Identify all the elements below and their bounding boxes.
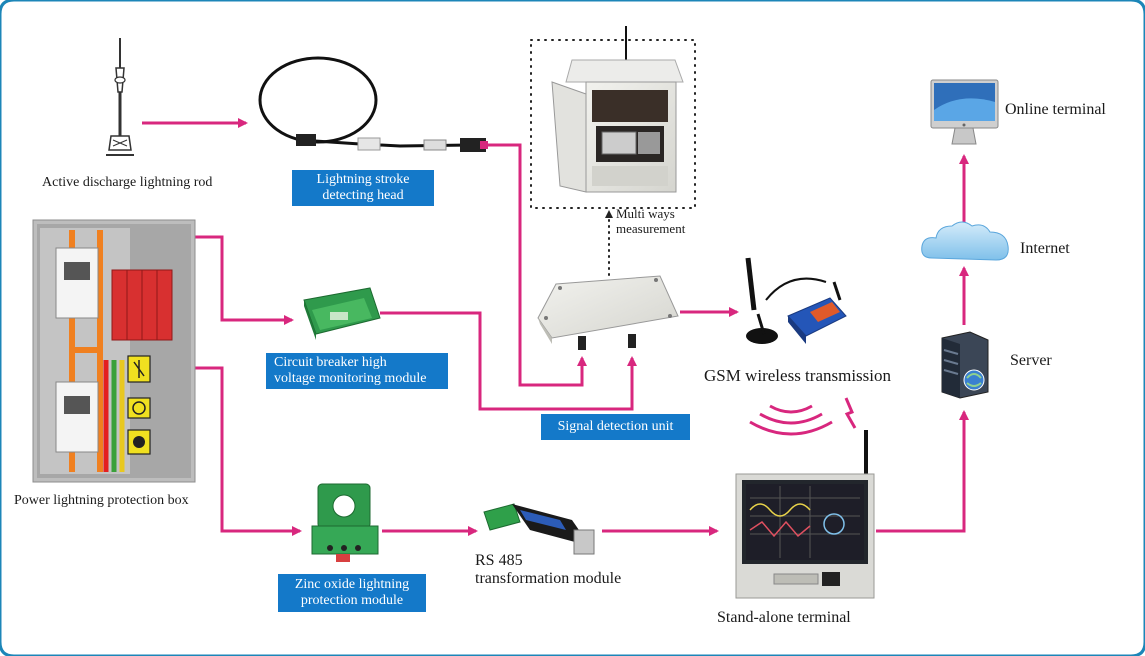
gsm-label: GSM wireless transmission [704,366,891,385]
lightning-rod-icon [106,38,134,156]
detecting-head-label-line1: Lightning stroke [316,172,410,187]
multi-ways-label-line2: measurement [616,220,686,236]
multi-ways-label: Multi ways measurement [616,206,686,237]
breaker-module-icon [303,287,381,340]
arrow-terminal-to-server [876,410,969,533]
signal-unit-label: Signal detection unit [541,414,690,440]
connector-arrows [76,118,969,536]
lightning-rod-label: Active discharge lightning rod [42,175,213,190]
power-box-label: Power lightning protection box [14,493,189,508]
zinc-module-label: Zinc oxide lightning protection module [278,574,426,612]
arrow-breaker-to-signal [380,311,637,411]
cloud-icon [921,221,1009,261]
current-sensor-icon [311,483,379,562]
detecting-head-label: Lightning stroke detecting head [292,170,434,206]
detecting-head-label-line2: detecting head [322,188,404,203]
rs485-label-line1: RS 485 [475,552,523,569]
junction-box-icon [537,275,679,350]
server-label: Server [1010,352,1052,369]
standalone-label: Stand-alone terminal [717,609,851,626]
wireless-signal-icon [749,397,857,436]
zinc-module-label-line2: protection module [300,593,404,608]
online-terminal-label: Online terminal [1005,101,1106,118]
gsm-modem-icon [745,257,847,344]
sensor-cable-icon [258,56,488,152]
multi-ways-label-line1: Multi ways [616,206,675,221]
monitor-icon [930,79,999,145]
breaker-module-label-line2: voltage monitoring module [274,371,427,386]
breaker-module-label-line1: Circuit breaker high [274,355,387,370]
terminal-screen-icon [735,430,875,599]
zinc-module-label-line1: Zinc oxide lightning [294,577,410,592]
arrow-head-to-signal [488,143,587,387]
electrical-panel-icon [32,219,196,483]
breaker-module-label: Circuit breaker high voltage monitoring … [266,353,448,389]
rs485-label: RS 485 transformation module [475,552,621,589]
rs485-label-line2: transformation module [475,570,622,588]
cabinet-icon [551,26,684,193]
signal-unit-label-text: Signal detection unit [557,419,674,434]
server-icon [941,331,989,399]
internet-label: Internet [1020,240,1070,257]
rs485-adapter-icon [483,503,595,555]
measurement-frame [530,39,696,209]
